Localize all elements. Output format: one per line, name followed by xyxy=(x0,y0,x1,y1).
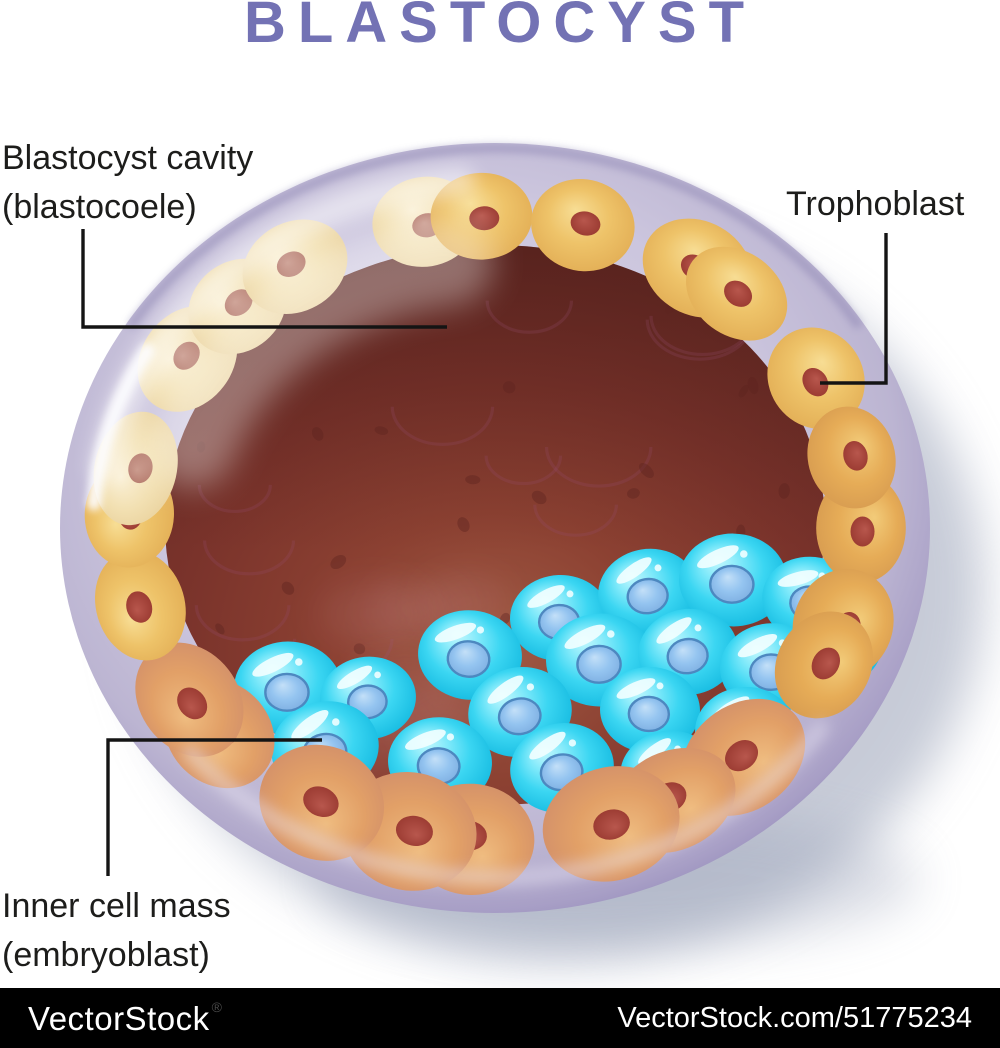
leader-line-trophoblast xyxy=(820,233,888,385)
label-trophoblast: Trophoblast xyxy=(786,180,964,229)
leader-line-cavity xyxy=(81,229,447,329)
label-blastocyst-cavity-line2: (blastocoele) xyxy=(2,187,197,226)
watermark-url: VectorStock.com/51775234 xyxy=(617,1001,972,1034)
membrane-highlights xyxy=(86,143,864,886)
trophoblast-cell xyxy=(135,642,244,757)
trophoblast-cell xyxy=(531,179,635,272)
label-inner-cell-mass-line2: (embryoblast) xyxy=(2,935,210,974)
trophoblast-cell xyxy=(807,406,896,509)
label-inner-cell-mass-line1: Inner cell mass xyxy=(2,887,231,925)
watermark-brand-text: VectorStock xyxy=(28,999,210,1037)
watermark-brand: VectorStock® xyxy=(28,999,222,1038)
label-trophoblast-text: Trophoblast xyxy=(786,185,965,223)
watermark-bar: VectorStock® VectorStock.com/51775234 xyxy=(0,988,1000,1048)
label-blastocyst-cavity: Blastocyst cavity (blastocoele) xyxy=(2,134,253,232)
registered-mark: ® xyxy=(211,998,223,1015)
label-blastocyst-cavity-line1: Blastocyst cavity xyxy=(2,139,254,177)
trophoblast-cell xyxy=(94,550,186,661)
icm-cell xyxy=(679,533,787,627)
label-inner-cell-mass: Inner cell mass (embryoblast) xyxy=(2,882,231,980)
diagram-title: BLASTOCYST xyxy=(243,0,757,55)
trophoblast-cell xyxy=(767,327,865,429)
trophoblast-cell xyxy=(686,246,788,341)
leader-line-icm xyxy=(106,738,322,876)
trophoblast-cell xyxy=(774,611,873,719)
